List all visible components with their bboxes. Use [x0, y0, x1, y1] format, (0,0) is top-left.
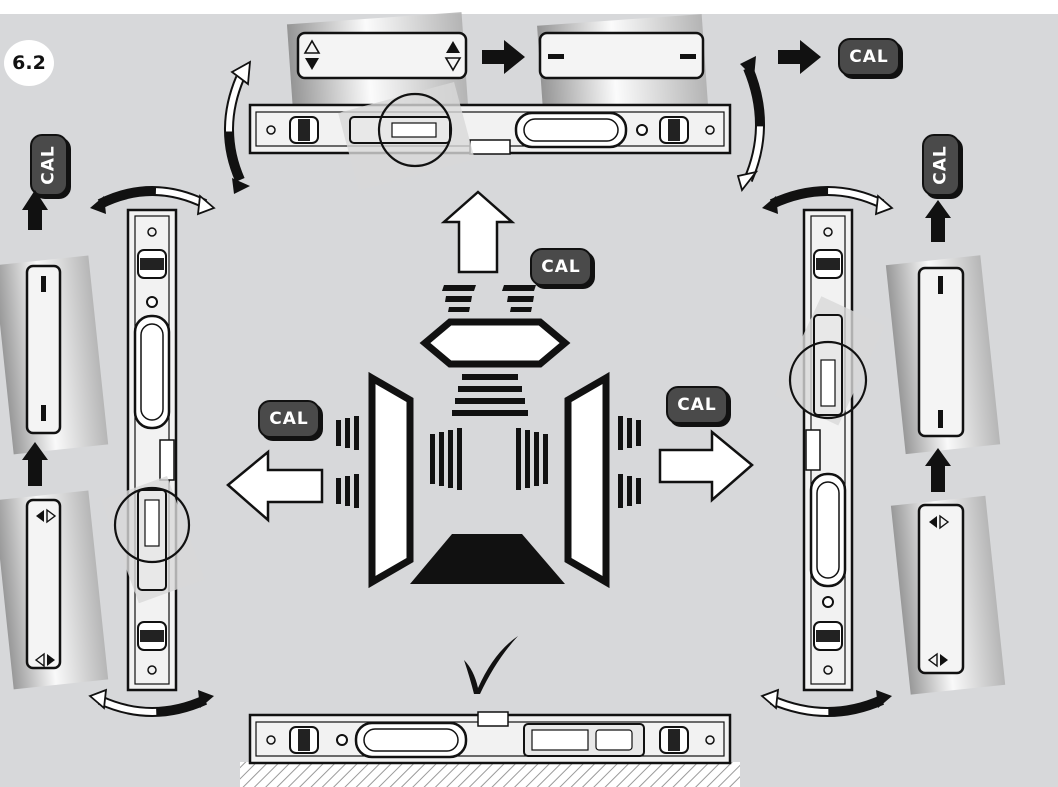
- left-display-sequence: [0, 190, 109, 690]
- arrow-right-icon: [778, 40, 821, 74]
- orientation-graphic: [226, 190, 754, 589]
- right-display-sequence: [885, 200, 1006, 695]
- cal-text: CAL: [677, 395, 717, 415]
- cal-text: CAL: [849, 47, 889, 67]
- arrow-up-icon: [925, 448, 951, 492]
- rotate-arrow-icon: [224, 56, 765, 194]
- bottom-spirit-level: [240, 711, 740, 787]
- magnifier-circle-icon: [377, 92, 453, 168]
- floor-surface: [240, 762, 740, 787]
- arrow-right-icon: [482, 40, 525, 74]
- arrow-right-icon: [658, 429, 754, 503]
- cal-badge-right-column: CAL: [922, 134, 960, 196]
- checkmark-icon: [464, 636, 518, 694]
- rotate-arrow-icon: [760, 186, 894, 717]
- arrow-up-icon: [22, 190, 48, 230]
- left-spirit-level: [101, 208, 205, 692]
- top-spirit-level: [248, 81, 732, 191]
- arrow-up-icon: [440, 190, 516, 274]
- cal-badge-center-up: CAL: [530, 248, 592, 286]
- cal-badge-left-column: CAL: [30, 134, 68, 196]
- magnifier-circle-icon: [113, 486, 191, 564]
- cal-text: CAL: [541, 257, 581, 277]
- rotate-arrow-icon: [88, 186, 216, 717]
- step-number-badge: 6.2: [4, 40, 54, 86]
- right-spirit-level: [774, 208, 885, 692]
- cal-badge-center-left: CAL: [258, 400, 320, 438]
- arrow-up-icon: [22, 442, 48, 486]
- arrow-up-icon: [925, 200, 951, 242]
- arrow-left-icon: [226, 449, 324, 523]
- top-display-sequence: [286, 12, 821, 122]
- cal-text: CAL: [269, 409, 309, 429]
- magnifier-circle-icon: [788, 340, 868, 420]
- cal-badge-center-right: CAL: [666, 386, 728, 424]
- cal-badge-top-right: CAL: [838, 38, 900, 76]
